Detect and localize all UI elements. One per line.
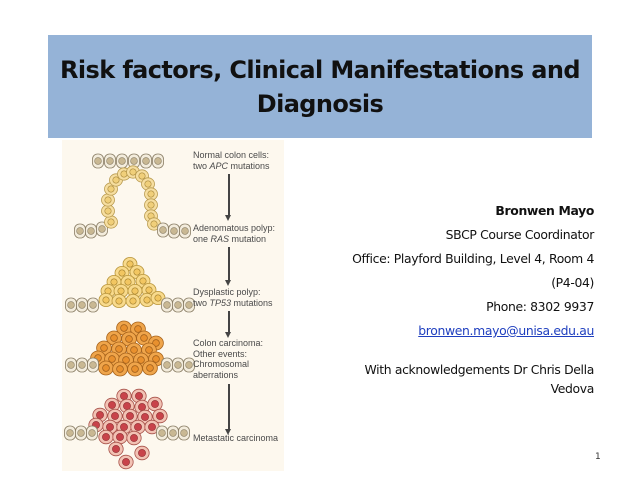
presenter-name: Bronwen Mayo <box>495 203 594 218</box>
progression-arrow-icon <box>225 247 231 286</box>
stage-label-line: two APC mutations <box>193 160 270 171</box>
stage-label-line: Colon carcinoma: <box>193 338 264 348</box>
normal-cells-row <box>92 153 164 169</box>
dysplastic-polyp <box>65 256 195 313</box>
stage-label-line: one RAS mutation <box>193 233 267 244</box>
stage-label-line: Normal colon cells: <box>193 150 270 160</box>
email-link[interactable]: bronwen.mayo@unisa.edu.au <box>418 323 594 338</box>
stage-label-line: Chromosomal <box>193 359 250 369</box>
acknowledgement: With acknowledgements Dr Chris Della Ved… <box>294 360 595 398</box>
progression-arrow-icon <box>225 311 231 338</box>
stage-label-line: Dysplastic polyp: <box>193 287 261 297</box>
stage-label-metastatic: Metastatic carcinoma <box>193 433 278 444</box>
stage-label-normal: Normal colon cells: two APC mutations <box>193 150 270 171</box>
title-banner: Risk factors, Clinical Manifestations an… <box>48 35 592 138</box>
adenomatous-polyp <box>74 165 191 239</box>
room-code: (P4-04) <box>551 275 594 290</box>
stage-label-adenomatous: Adenomatous polyp: one RAS mutation <box>193 223 275 244</box>
colon-carcinoma <box>65 320 195 377</box>
page-number: 1 <box>595 452 601 462</box>
phone-number: Phone: 8302 9937 <box>486 299 594 314</box>
stage-label-carcinoma: Colon carcinoma: Other events: Chromosom… <box>193 338 263 380</box>
progression-arrow-icon <box>225 384 231 435</box>
stage-label-line: two TP53 mutations <box>193 297 273 308</box>
progression-arrow-icon <box>225 174 231 221</box>
presenter-role: SBCP Course Coordinator <box>445 227 595 242</box>
office-location: Office: Playford Building, Level 4, Room… <box>352 251 594 266</box>
stage-label-line: aberrations <box>193 369 239 380</box>
colon-cancer-progression-figure: Normal colon cells: two APC mutations Ad… <box>62 140 284 471</box>
slide-title: Risk factors, Clinical Manifestations an… <box>60 55 581 118</box>
stage-label-line: Metastatic carcinoma <box>193 433 279 443</box>
acknowledgement-line: Vedova <box>550 381 595 396</box>
acknowledgement-line: With acknowledgements Dr Chris Della <box>364 362 595 377</box>
stage-label-line: Adenomatous polyp: <box>193 223 276 233</box>
stage-label-line: Other events: <box>193 348 248 359</box>
contact-block: Bronwen Mayo SBCP Course Coordinator Off… <box>294 199 594 343</box>
stage-label-dysplastic: Dysplastic polyp: two TP53 mutations <box>193 287 273 308</box>
metastatic-carcinoma <box>64 388 190 470</box>
